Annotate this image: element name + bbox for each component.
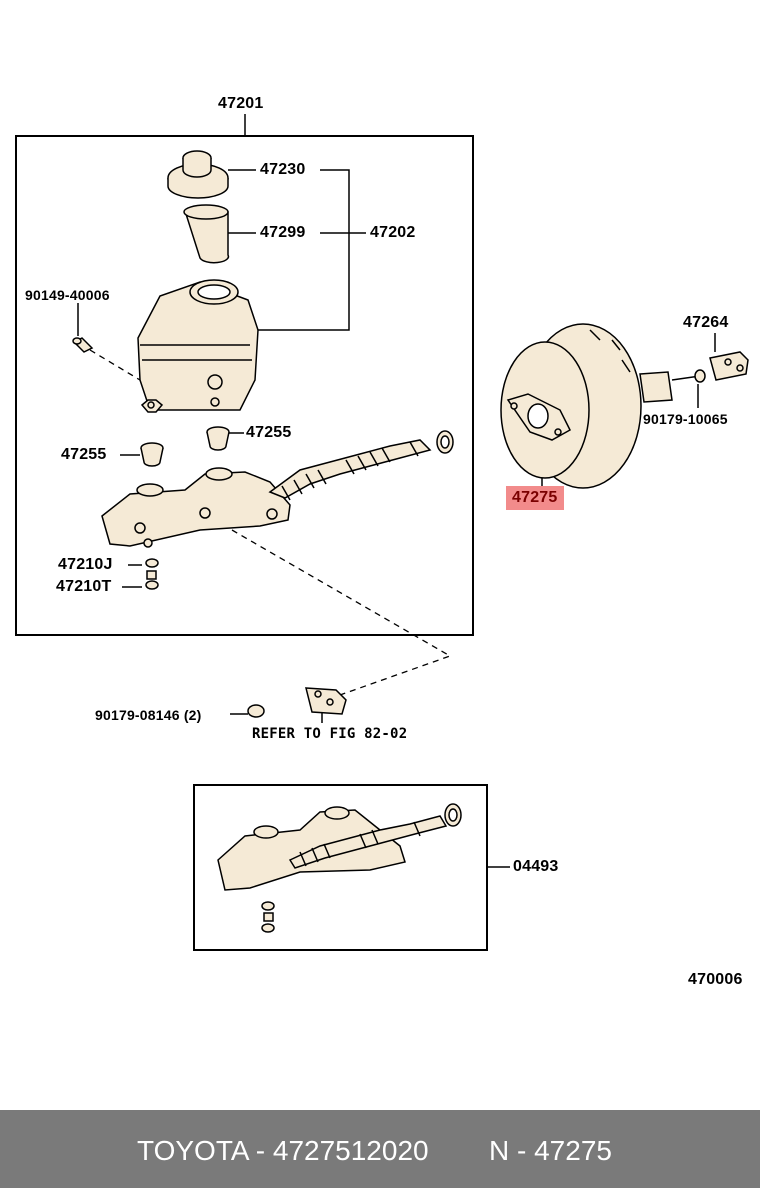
bracket-parts — [247, 687, 347, 718]
screw-part — [72, 337, 94, 353]
footer-part-number: TOYOTA - 4727512020 — [137, 1135, 429, 1166]
label-refer-to-fig: REFER TO FIG 82-02 — [252, 726, 408, 742]
label-plug-47210T: 47210T — [56, 578, 112, 595]
reservoir-part — [137, 279, 259, 413]
label-clevis-47264: 47264 — [683, 314, 729, 331]
label-cap-47230: 47230 — [260, 161, 306, 178]
label-kit-04493: 04493 — [513, 858, 559, 875]
parts-diagram — [15, 114, 749, 951]
reservoir-cap-part — [167, 150, 229, 199]
label-reservoir-47202: 47202 — [370, 224, 416, 241]
kit-cylinder-part — [217, 803, 462, 933]
part-info-footer: TOYOTA - 4727512020 N - 47275 — [0, 1110, 760, 1188]
footer-reference: N - 47275 — [489, 1135, 612, 1166]
label-plug-47210J: 47210J — [58, 556, 113, 573]
grommet-parts — [140, 426, 230, 467]
strainer-part — [183, 204, 230, 264]
label-strainer-47299: 47299 — [260, 224, 306, 241]
master-cylinder-part — [101, 430, 454, 548]
label-nut-90179-10065: 90179-10065 — [643, 411, 728, 427]
dashed-guides — [89, 349, 452, 696]
label-illustration-470006: 470006 — [688, 971, 743, 988]
label-assembly-47201: 47201 — [218, 95, 264, 112]
plug-parts — [145, 558, 159, 590]
label-screw-90149-40006: 90149-40006 — [25, 287, 110, 303]
label-gasket-47275-highlighted[interactable]: 47275 — [506, 486, 564, 510]
label-grommet-right-47255: 47255 — [246, 424, 292, 441]
gasket-part — [506, 393, 571, 441]
label-nut-90179-08146: 90179-08146 (2) — [95, 707, 202, 723]
label-grommet-left-47255: 47255 — [61, 446, 107, 463]
leader-lines — [77, 114, 716, 868]
